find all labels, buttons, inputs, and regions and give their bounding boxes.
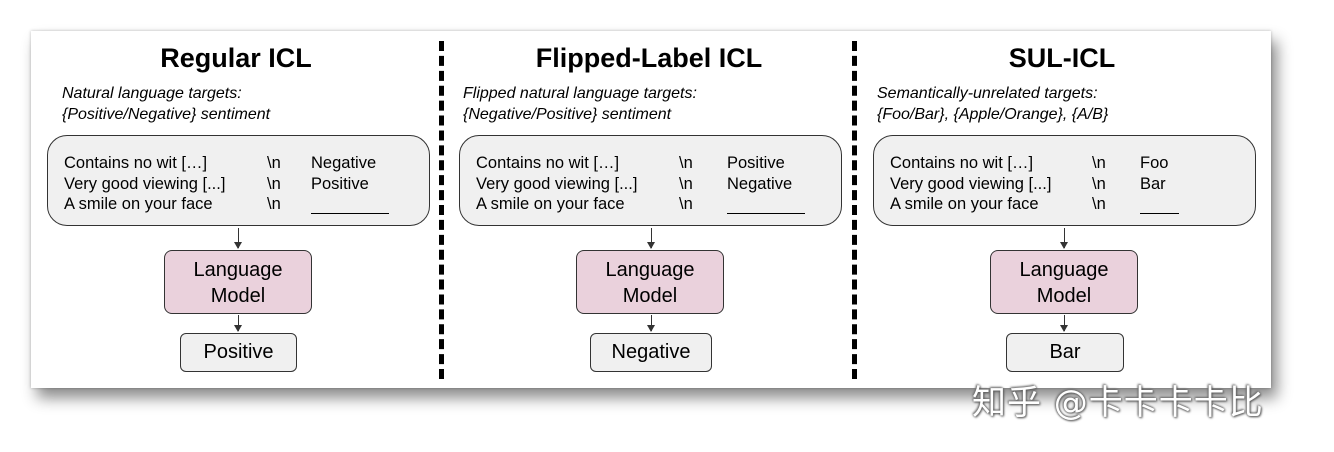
separator: \n	[1092, 195, 1106, 213]
language-model-box: Language Model	[576, 250, 724, 314]
panel-subtitle: Natural language targets: {Positive/Nega…	[62, 83, 270, 125]
example-text: A smile on your face	[476, 195, 625, 213]
output-box: Bar	[1006, 333, 1124, 372]
panel-subtitle: Semantically-unrelated targets: {Foo/Bar…	[877, 83, 1108, 125]
dashed-divider	[852, 41, 857, 379]
subtitle-line: {Negative/Positive} sentiment	[463, 106, 672, 123]
separator: \n	[679, 175, 693, 193]
separator: \n	[267, 175, 281, 193]
example-row: Very good viewing [...] \n Negative	[460, 175, 841, 196]
prompt-box: Contains no wit […] \n Negative Very goo…	[47, 135, 430, 226]
model-label: Model	[622, 285, 678, 307]
example-row: Contains no wit […] \n Positive	[460, 154, 841, 175]
example-row: Very good viewing [...] \n Positive	[48, 175, 429, 196]
example-row: A smile on your face \n	[48, 195, 429, 216]
subtitle-line: Natural language targets:	[62, 85, 242, 102]
arrow-down-icon	[234, 315, 242, 332]
output-box: Positive	[180, 333, 297, 372]
example-row: A smile on your face \n	[460, 195, 841, 216]
separator: \n	[1092, 154, 1106, 172]
example-text: A smile on your face	[64, 195, 213, 213]
panel-regular-icl: Regular ICL Natural language targets: {P…	[31, 31, 441, 388]
example-row: Very good viewing [...] \n Bar	[874, 175, 1255, 196]
example-text: Contains no wit […]	[64, 154, 208, 172]
separator: \n	[679, 154, 693, 172]
model-label: Language	[193, 259, 283, 281]
example-label: Positive	[727, 154, 785, 172]
model-label: Language	[1019, 259, 1109, 281]
language-model-box: Language Model	[164, 250, 312, 314]
subtitle-line: Flipped natural language targets:	[463, 85, 697, 102]
example-label: Negative	[311, 154, 377, 172]
output-box: Negative	[590, 333, 712, 372]
prompt-box: Contains no wit […] \n Positive Very goo…	[459, 135, 842, 226]
example-row: Contains no wit […] \n Foo	[874, 154, 1255, 175]
example-text: Very good viewing [...]	[64, 175, 226, 193]
example-text: A smile on your face	[890, 195, 1039, 213]
subtitle-line: {Foo/Bar}, {Apple/Orange}, {A/B}	[877, 106, 1109, 123]
separator: \n	[267, 195, 281, 213]
example-text: Contains no wit […]	[476, 154, 620, 172]
panel-title: Regular ICL	[160, 43, 312, 73]
prompt-box: Contains no wit […] \n Foo Very good vie…	[873, 135, 1256, 226]
example-label: Negative	[727, 175, 793, 193]
model-label: Language	[605, 259, 695, 281]
dashed-divider	[439, 41, 444, 379]
model-label: Model	[1036, 285, 1092, 307]
arrow-down-icon	[1060, 228, 1068, 249]
watermark: 知乎 @卡卡卡卡比	[972, 383, 1264, 423]
panel-title: SUL-ICL	[1008, 43, 1116, 73]
example-label: Foo	[1140, 154, 1169, 172]
language-model-box: Language Model	[990, 250, 1138, 314]
panel-title: Flipped-Label ICL	[535, 43, 763, 73]
arrow-down-icon	[647, 228, 655, 249]
subtitle-line: {Positive/Negative} sentiment	[62, 106, 271, 123]
separator: \n	[267, 154, 281, 172]
example-text: Very good viewing [...]	[890, 175, 1052, 193]
subtitle-line: Semantically-unrelated targets:	[877, 85, 1098, 102]
arrow-down-icon	[1060, 315, 1068, 332]
example-row: A smile on your face \n	[874, 195, 1255, 216]
arrow-down-icon	[234, 228, 242, 249]
example-text: Contains no wit […]	[890, 154, 1034, 172]
separator: \n	[1092, 175, 1106, 193]
arrow-down-icon	[647, 315, 655, 332]
example-label: Positive	[311, 175, 369, 193]
example-row: Contains no wit […] \n Negative	[48, 154, 429, 175]
panel-flipped-label-icl: Flipped-Label ICL Flipped natural langua…	[444, 31, 854, 388]
model-label: Model	[210, 285, 266, 307]
example-text: Very good viewing [...]	[476, 175, 638, 193]
figure-card: Regular ICL Natural language targets: {P…	[31, 31, 1271, 388]
panel-sul-icl: SUL-ICL Semantically-unrelated targets: …	[857, 31, 1271, 388]
panel-subtitle: Flipped natural language targets: {Negat…	[463, 83, 697, 125]
separator: \n	[679, 195, 693, 213]
example-label: Bar	[1140, 175, 1166, 193]
